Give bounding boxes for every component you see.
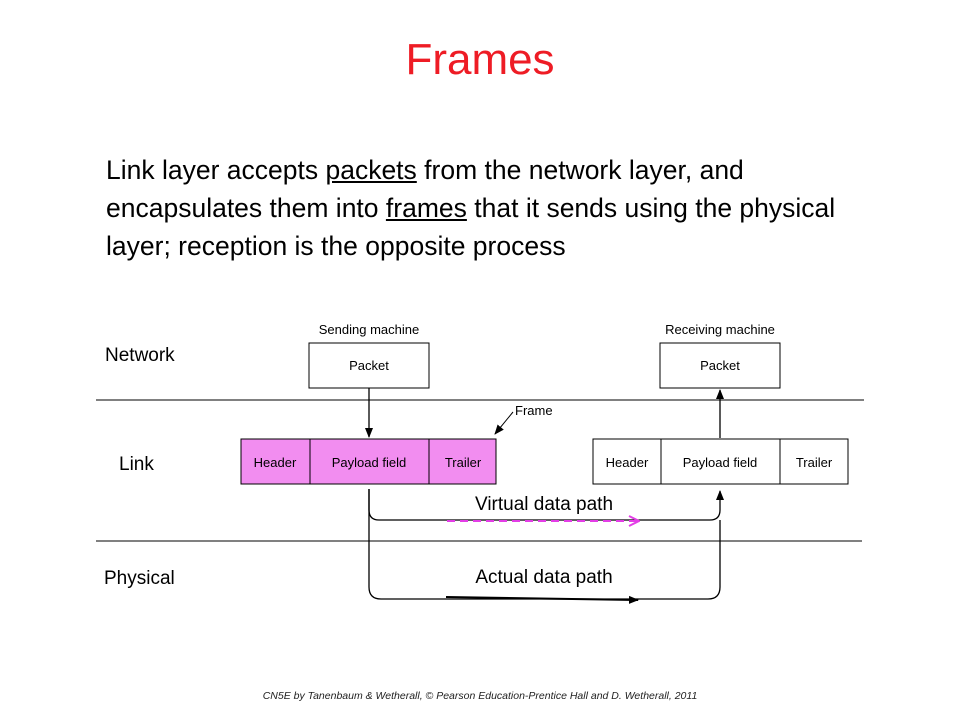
sending-frame: Header Payload field Trailer — [240, 438, 497, 485]
citation-footer: CN5E by Tanenbaum & Wetherall, © Pearson… — [262, 690, 698, 702]
frame-callout-pointer — [494, 411, 514, 435]
sending-packet-label: Packet — [349, 358, 389, 373]
layer-label-link: Link — [119, 454, 154, 475]
slide-title: Frames — [405, 35, 555, 84]
sending-frame-payload: Payload field — [332, 455, 406, 470]
actual-path-label: Actual data path — [475, 567, 612, 588]
receiving-packet-label: Packet — [700, 358, 740, 373]
frames-term: frames — [385, 193, 467, 223]
actual-path-arrow — [445, 595, 639, 604]
packets-term: packets — [325, 155, 417, 185]
paragraph-part-2: from the network layer, and encapsulates… — [106, 155, 744, 223]
virtual-path-label: Virtual data path — [475, 494, 613, 515]
sending-machine-label: Sending machine — [319, 322, 419, 337]
layer-label-physical: Physical — [104, 568, 175, 589]
receiving-frame: Header Payload field Trailer — [592, 438, 849, 485]
sending-frame-trailer: Trailer — [445, 455, 482, 470]
receiving-frame-header: Header — [606, 455, 649, 470]
receiving-packet-box: Packet — [659, 342, 781, 389]
paragraph-part-1: Link layer accepts — [106, 155, 326, 185]
sending-frame-header: Header — [254, 455, 297, 470]
frame-callout-label: Frame — [515, 403, 553, 418]
body-paragraph: Link layer accepts packets from the netw… — [106, 151, 906, 265]
receiving-machine-label: Receiving machine — [665, 322, 775, 337]
receiving-frame-payload: Payload field — [683, 455, 757, 470]
layer-label-network: Network — [105, 345, 175, 366]
sending-packet-box: Packet — [308, 342, 430, 389]
paragraph-part-3: that it sends using the physical layer; … — [106, 193, 836, 261]
receiving-frame-trailer: Trailer — [796, 455, 833, 470]
